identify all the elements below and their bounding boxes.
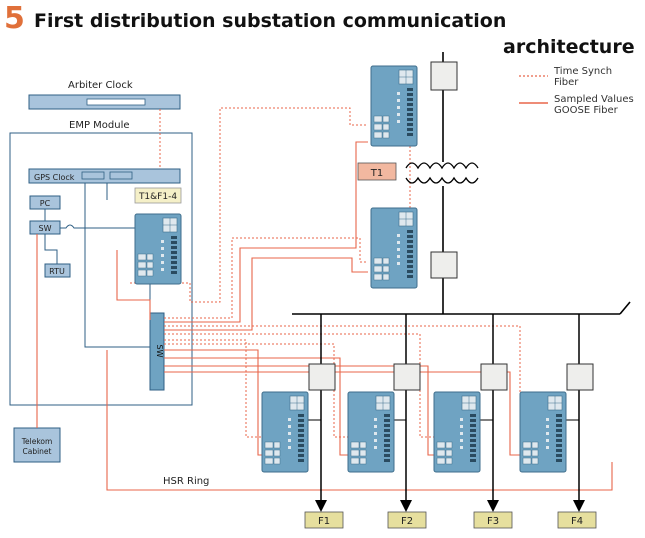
ied-emp xyxy=(134,213,182,285)
internal-links xyxy=(44,183,151,348)
telekom-label-1: Telekom xyxy=(21,437,53,446)
telekom-label-2: Cabinet xyxy=(23,447,52,456)
feeder-f1: F1 xyxy=(304,314,344,529)
t1f14-label: T1&F1-4 xyxy=(138,192,177,202)
main-switch xyxy=(149,312,165,391)
goose-fiber-lines xyxy=(36,141,613,491)
t1-tag xyxy=(357,162,397,181)
ied-devices xyxy=(134,65,567,473)
legend: Time Synch Fiber Sampled Values GOOSE Fi… xyxy=(519,66,634,116)
arbiter-clock-label: Arbiter Clock xyxy=(68,80,133,91)
feeder-f1-label: F1 xyxy=(318,516,330,527)
ied-feeder-f1 xyxy=(261,391,309,473)
legend-sampled-label: Sampled Values xyxy=(554,94,634,105)
legend-sampled-label-2: GOOSE Fiber xyxy=(554,105,619,116)
feeder-f4-tag xyxy=(557,511,597,529)
feeder-f4-label: F4 xyxy=(571,516,583,527)
breaker-f1 xyxy=(308,363,336,391)
page-title-line1: First distribution substation communicat… xyxy=(34,10,507,32)
ied-transformer-bottom xyxy=(370,207,418,289)
ied-feeder-f3 xyxy=(433,391,481,473)
breaker-f2 xyxy=(393,363,421,391)
transformer-t1 xyxy=(405,162,479,184)
legend-time-synch-label-2: Fiber xyxy=(554,77,579,88)
section-number: 5 xyxy=(4,1,25,36)
feeder-f4: F4 xyxy=(557,314,597,529)
legend-time-synch-label: Time Synch xyxy=(553,66,612,77)
hsr-ring-label: HSR Ring xyxy=(163,476,209,487)
gps-clock xyxy=(28,168,181,184)
t1f14-tag xyxy=(134,187,182,204)
breaker-f4 xyxy=(566,363,594,391)
gps-clock-port-2 xyxy=(109,171,133,180)
feeder-f3-tag xyxy=(473,511,513,529)
pc-label: PC xyxy=(40,199,51,208)
telekom-cabinet xyxy=(13,427,61,463)
gps-clock-label: GPS Clock xyxy=(34,173,75,182)
feeder-f3: F3 xyxy=(473,314,513,529)
feeder-f1-tag xyxy=(304,511,344,529)
ied-transformer-top xyxy=(370,65,418,147)
power-lines xyxy=(292,52,631,315)
sw-small-label: SW xyxy=(39,224,52,233)
emp-module-box xyxy=(9,132,193,406)
breaker-main-top xyxy=(430,61,458,91)
main-switch-label: SW xyxy=(155,345,164,358)
page-title-line2: architecture xyxy=(503,36,635,58)
arbiter-clock-display xyxy=(86,98,146,106)
ied-feeder-f2 xyxy=(347,391,395,473)
breaker-main-bottom xyxy=(430,251,458,279)
feeder-f2-tag xyxy=(387,511,427,529)
feeder-f2-label: F2 xyxy=(401,516,413,527)
emp-module-label: EMP Module xyxy=(69,120,130,131)
gps-clock-port-1 xyxy=(81,171,105,180)
ied-feeder-f4 xyxy=(519,391,567,473)
feeder-f3-label: F3 xyxy=(487,516,499,527)
feeder-f2: F2 xyxy=(387,314,427,529)
t1-label: T1 xyxy=(370,168,383,179)
breaker-f3 xyxy=(480,363,508,391)
rtu-label: RTU xyxy=(49,267,65,276)
